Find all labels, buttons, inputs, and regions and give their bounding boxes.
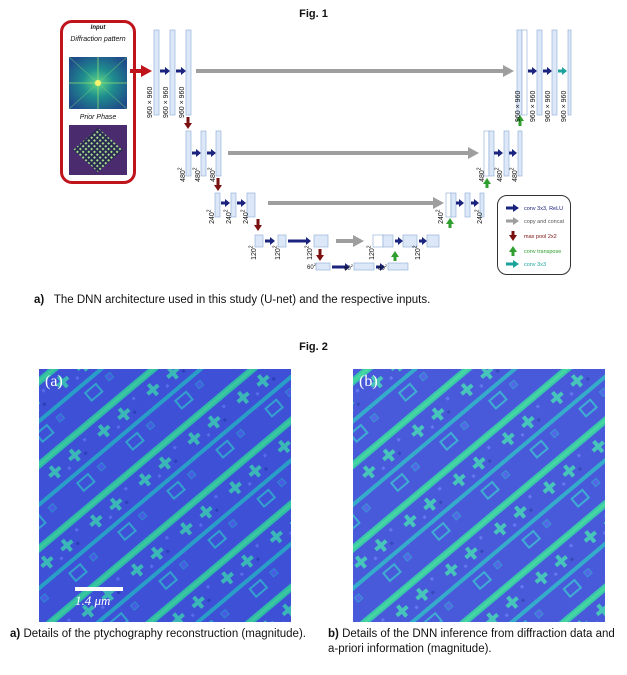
up-arrow-icon	[506, 246, 520, 258]
scale-bar	[75, 587, 123, 591]
legend-label: copy and concat	[524, 219, 565, 225]
dim-label: 960 × 960	[561, 91, 568, 122]
fig1-title: Fig. 1	[299, 8, 328, 20]
legend-item: conv 3x3	[506, 260, 546, 270]
dim-label-240: 2402	[435, 209, 445, 224]
fig2-title: Fig. 2	[299, 341, 328, 353]
panel-a-image: (a) 1.4 μm	[39, 369, 291, 622]
legend-label: conv transpose	[524, 249, 562, 255]
dim-label-480: 4802	[177, 167, 187, 182]
panel-b-label: (b)	[359, 373, 378, 390]
dim-label: 960 × 960	[515, 91, 522, 122]
caption-text: The DNN architecture used in this study …	[53, 294, 431, 306]
dim-label-120: 1202	[366, 245, 376, 260]
dim-label-60: 602	[378, 263, 387, 272]
dim-label-240: 2402	[240, 209, 250, 224]
dim-label-480: 4802	[207, 167, 217, 182]
dim-label-480: 4802	[192, 167, 202, 182]
right-arrow-icon	[506, 204, 520, 214]
dim-label-480: 4802	[494, 167, 504, 182]
legend-item: copy and concat	[506, 217, 564, 227]
prior-phase-image	[69, 125, 127, 175]
dim-label-240: 2402	[206, 209, 216, 224]
down-arrow-icon	[506, 231, 520, 243]
encoder-level-1	[153, 29, 192, 116]
prior-phase-label: Prior Phase	[79, 114, 117, 121]
legend-item: conv transpose	[506, 246, 561, 258]
legend: conv 3x3, ReLU copy and concat max pool …	[497, 195, 571, 275]
dim-label-120: 1202	[248, 245, 258, 260]
dim-label-120: 1202	[304, 245, 314, 260]
dim-label-120: 1202	[412, 245, 422, 260]
diffraction-label: Diffraction pattern	[70, 36, 126, 43]
dim-label-120: 1202	[272, 245, 282, 260]
legend-item: conv 3x3, ReLU	[506, 204, 563, 214]
right-arrow-icon	[506, 260, 520, 270]
dim-label-240: 2402	[474, 209, 484, 224]
fig2-caption-b: b) Details of the DNN inference from dif…	[328, 627, 618, 657]
legend-label: conv 3x3, ReLU	[524, 206, 564, 212]
legend-item: max pool 2x2	[506, 231, 557, 243]
right-arrow-icon	[506, 217, 520, 227]
fig1-caption: a) The DNN architecture used in this stu…	[34, 293, 594, 308]
dim-label: 960 × 960	[530, 91, 537, 122]
fig2-caption-a: a) Details of the ptychography reconstru…	[10, 627, 310, 642]
scale-bar-label: 1.4 μm	[75, 593, 111, 608]
dim-label-240: 2402	[223, 209, 233, 224]
dim-label-60: 602	[344, 263, 353, 272]
input-label: Input	[90, 25, 106, 31]
input-panel: Input Diffraction pattern Prior Phase	[60, 20, 136, 184]
dim-label-480: 4802	[509, 167, 519, 182]
caption-tag: a)	[34, 294, 45, 306]
legend-label: max pool 2x2	[524, 234, 557, 240]
unet-diagram: 960 × 960 960 × 960 960 × 960 960 × 960 …	[130, 29, 572, 271]
dim-label: 960 × 960	[163, 87, 170, 118]
dim-label-60: 602	[307, 262, 316, 271]
panel-b-image: (b)	[353, 369, 605, 622]
dim-label-480: 4802	[476, 167, 486, 182]
dim-label: 960 × 960	[179, 87, 186, 118]
caption-tag: a)	[10, 628, 21, 640]
legend-label: conv 3x3	[524, 262, 547, 268]
dim-label: 960 × 960	[147, 87, 154, 118]
dim-label: 960 × 960	[545, 91, 552, 122]
caption-tag: b)	[328, 628, 339, 640]
diffraction-pattern-image	[68, 56, 128, 110]
caption-text: Details of the DNN inference from diffra…	[328, 628, 615, 655]
panel-a-label: (a)	[45, 373, 63, 390]
caption-text: Details of the ptychography reconstructi…	[23, 628, 306, 640]
